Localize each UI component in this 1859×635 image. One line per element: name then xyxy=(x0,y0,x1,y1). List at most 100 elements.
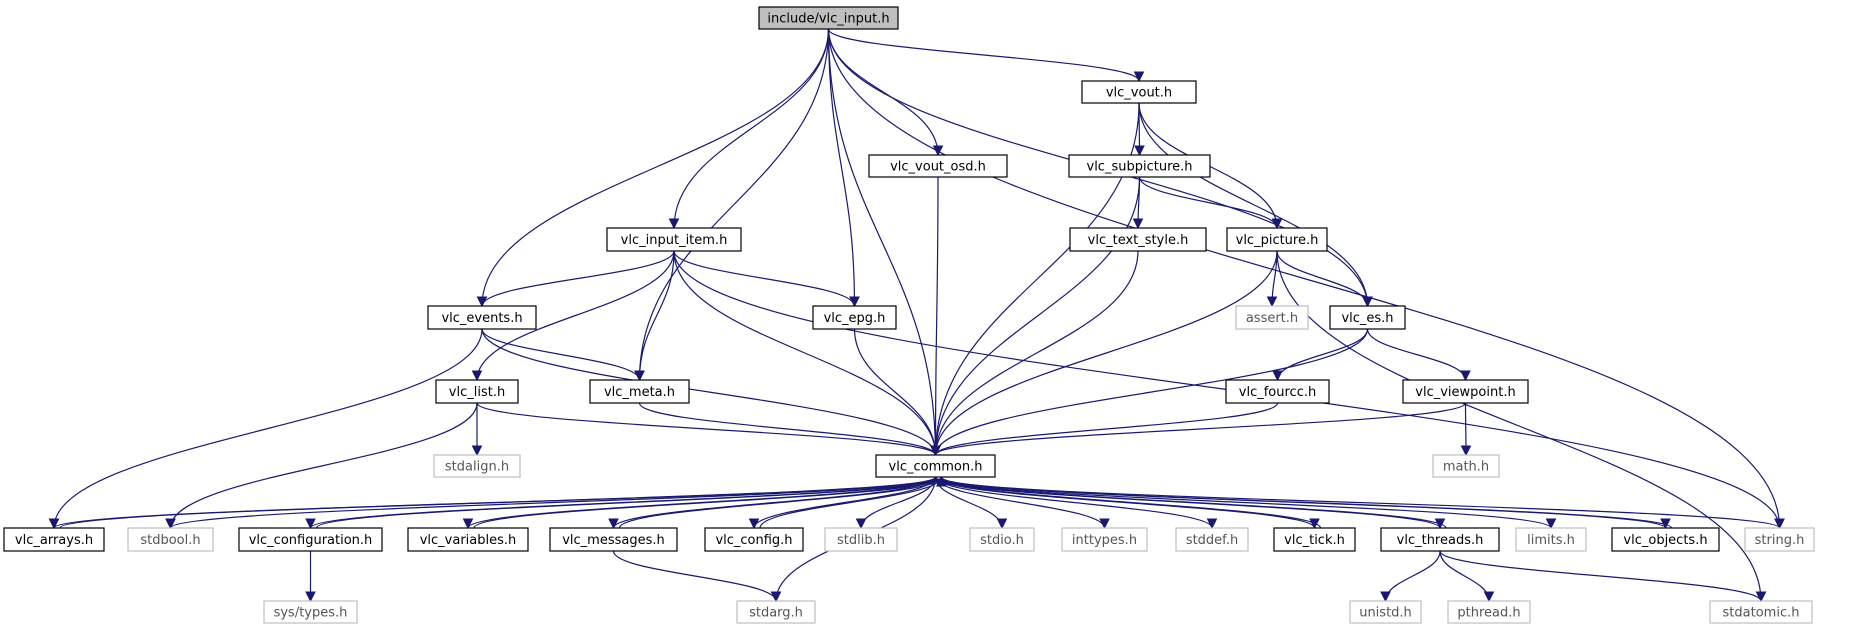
node-stdarg[interactable]: stdarg.h xyxy=(736,600,816,624)
node-label: vlc_vout_osd.h xyxy=(890,160,986,175)
node-vlc-configuration[interactable]: vlc_configuration.h xyxy=(238,527,383,552)
node-box xyxy=(1611,527,1720,552)
node-vlc-threads[interactable]: vlc_threads.h xyxy=(1380,527,1500,552)
edge-vlc-threads-to-unistd xyxy=(1380,550,1441,603)
node-label: vlc_arrays.h xyxy=(15,533,93,548)
node-label: vlc_common.h xyxy=(889,460,983,475)
node-layer: include/vlc_input.h vlc_vout.h vlc_vout_os… xyxy=(3,6,1815,624)
edge-vlc-input-to-vlc-vout-osd xyxy=(827,28,944,157)
node-box xyxy=(435,379,519,404)
node-box xyxy=(1069,227,1207,252)
node-math[interactable]: math.h xyxy=(1432,454,1500,478)
node-box xyxy=(1273,527,1356,552)
node-label: vlc_configuration.h xyxy=(249,533,373,548)
node-box xyxy=(1515,527,1587,552)
node-label: vlc_input_item.h xyxy=(621,233,728,248)
node-stdalign[interactable]: stdalign.h xyxy=(433,454,521,478)
node-vlc-config[interactable]: vlc_config.h xyxy=(704,527,804,552)
node-vlc-epg[interactable]: vlc_epg.h xyxy=(812,305,897,330)
node-box xyxy=(1175,527,1249,552)
node-label: stdlib.h xyxy=(837,533,885,548)
node-box xyxy=(1226,227,1328,252)
node-stdlib[interactable]: stdlib.h xyxy=(824,527,898,552)
node-box xyxy=(1709,600,1813,624)
node-label: assert.h xyxy=(1246,311,1298,326)
node-vlc-messages[interactable]: vlc_messages.h xyxy=(549,527,678,552)
node-vlc-vout[interactable]: vlc_vout.h xyxy=(1081,80,1197,104)
edge-vlc-list-to-stdalign xyxy=(471,403,483,457)
node-label: vlc_threads.h xyxy=(1397,533,1484,548)
node-box xyxy=(549,527,678,552)
edge-vlc-subpicture-to-vlc-text-style xyxy=(1132,176,1144,230)
node-stdatomic[interactable]: stdatomic.h xyxy=(1709,600,1813,624)
node-box xyxy=(606,227,742,252)
node-vlc-meta[interactable]: vlc_meta.h xyxy=(589,379,690,404)
node-box xyxy=(1081,80,1197,104)
node-box xyxy=(1329,305,1406,330)
edge-vlc-threads-to-stdatomic xyxy=(1439,550,1767,603)
node-label: vlc_subpicture.h xyxy=(1087,160,1193,175)
node-vlc-vout-osd[interactable]: vlc_vout_osd.h xyxy=(868,154,1008,178)
node-vlc-picture[interactable]: vlc_picture.h xyxy=(1226,227,1328,252)
node-box xyxy=(1235,305,1309,330)
node-vlc-arrays[interactable]: vlc_arrays.h xyxy=(3,527,105,552)
node-vlc-viewpoint[interactable]: vlc_viewpoint.h xyxy=(1402,379,1529,404)
edge-vlc-arrays-to-vlc-common xyxy=(59,475,947,529)
node-label: inttypes.h xyxy=(1072,533,1137,548)
edge-vlc-configuration-to-sys-types xyxy=(305,551,316,603)
node-label: stdarg.h xyxy=(749,606,803,621)
node-vlc-text-style[interactable]: vlc_text_style.h xyxy=(1069,227,1207,252)
edge-vlc-threads-to-pthread xyxy=(1439,550,1495,603)
node-pthread[interactable]: pthread.h xyxy=(1447,600,1531,624)
node-label: vlc_messages.h xyxy=(562,533,665,548)
node-sys-types[interactable]: sys/types.h xyxy=(263,600,358,624)
edge-vlc-input-to-string xyxy=(827,28,1785,530)
edge-vlc-fourcc-to-vlc-common xyxy=(930,402,1279,457)
node-vlc-objects[interactable]: vlc_objects.h xyxy=(1611,527,1720,552)
node-box xyxy=(263,600,358,624)
node-label: limits.h xyxy=(1527,533,1575,548)
node-box xyxy=(407,527,529,552)
node-label: stdio.h xyxy=(980,533,1024,548)
node-stddef[interactable]: stddef.h xyxy=(1175,527,1249,552)
node-box xyxy=(868,154,1008,178)
node-vlc-tick[interactable]: vlc_tick.h xyxy=(1273,527,1356,552)
edge-vlc-es-to-vlc-viewpoint xyxy=(1366,328,1471,382)
node-vlc-input[interactable]: include/vlc_input.h xyxy=(758,6,899,30)
edge-vlc-events-to-vlc-arrays xyxy=(48,328,483,530)
node-unistd[interactable]: unistd.h xyxy=(1349,600,1422,624)
node-stdio[interactable]: stdio.h xyxy=(969,527,1035,552)
node-box xyxy=(824,527,898,552)
node-limits[interactable]: limits.h xyxy=(1515,527,1587,552)
edge-vlc-objects-to-vlc-common xyxy=(936,475,1673,529)
node-vlc-common[interactable]: vlc_common.h xyxy=(875,454,996,478)
edge-vlc-meta-to-vlc-common xyxy=(638,402,941,457)
edge-vlc-input-to-vlc-epg xyxy=(827,28,860,308)
node-label: unistd.h xyxy=(1359,606,1412,621)
node-vlc-subpicture[interactable]: vlc_subpicture.h xyxy=(1068,154,1211,178)
edge-vlc-epg-to-vlc-common xyxy=(853,328,941,457)
node-vlc-list[interactable]: vlc_list.h xyxy=(435,379,519,404)
node-inttypes[interactable]: inttypes.h xyxy=(1061,527,1148,552)
node-label: vlc_vout.h xyxy=(1106,86,1172,101)
node-label: vlc_viewpoint.h xyxy=(1415,385,1515,400)
node-box xyxy=(1744,527,1815,552)
node-vlc-fourcc[interactable]: vlc_fourcc.h xyxy=(1225,379,1330,404)
node-stdbool[interactable]: stdbool.h xyxy=(127,527,214,552)
node-string[interactable]: string.h xyxy=(1744,527,1815,552)
node-box xyxy=(1380,527,1500,552)
node-vlc-events[interactable]: vlc_events.h xyxy=(427,305,537,330)
edge-vlc-viewpoint-to-vlc-common xyxy=(930,402,1467,457)
node-vlc-es[interactable]: vlc_es.h xyxy=(1329,305,1406,330)
node-box xyxy=(1349,600,1422,624)
edge-vlc-common-to-vlc-messages xyxy=(608,476,937,530)
edge-vlc-input-to-vlc-input-item xyxy=(668,28,830,230)
node-assert[interactable]: assert.h xyxy=(1235,305,1309,330)
node-label: vlc_es.h xyxy=(1341,311,1393,326)
node-vlc-variables[interactable]: vlc_variables.h xyxy=(407,527,529,552)
node-box xyxy=(427,305,537,330)
edge-vlc-events-to-vlc-meta xyxy=(481,328,645,382)
node-vlc-input-item[interactable]: vlc_input_item.h xyxy=(606,227,742,252)
node-label: vlc_epg.h xyxy=(824,311,886,326)
